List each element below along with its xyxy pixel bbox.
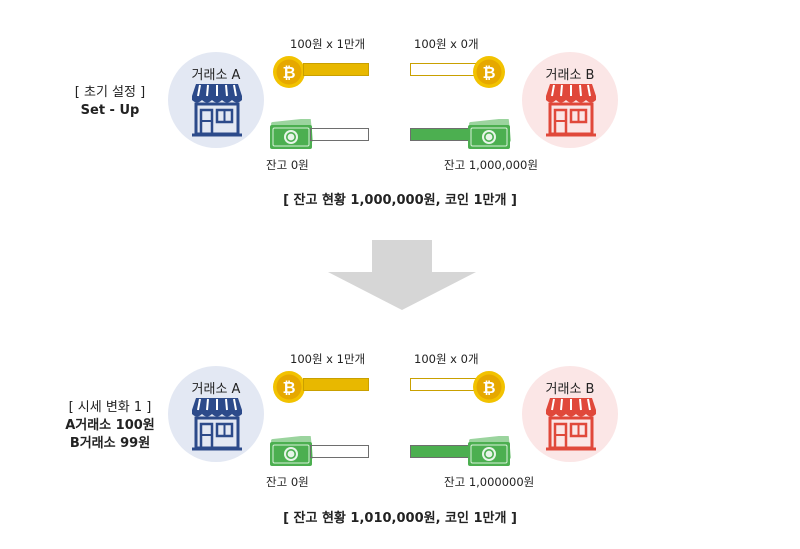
exchange-b-coin-label: 100원 x 0개 xyxy=(414,37,479,51)
exchange-a-cash-bar xyxy=(310,445,369,458)
store-icon xyxy=(190,396,244,451)
bar-fill xyxy=(304,379,368,390)
cash-icon xyxy=(467,119,512,150)
balance-summary: [ 잔고 현황 1,010,000원, 코인 1만개 ] xyxy=(283,511,517,526)
exchange-b-name: 거래소 B xyxy=(545,382,595,397)
stage-subline: A거래소 100원 xyxy=(65,418,155,433)
exchange-a-cash-bar xyxy=(310,128,369,141)
exchange-a-cash-label: 잔고 0원 xyxy=(266,475,309,489)
exchange-a-coin-bar xyxy=(303,378,369,391)
stage-label: [ 시세 변화 1 ] A거래소 100원 B거래소 99원 xyxy=(50,399,170,453)
stage-subline: B거래소 99원 xyxy=(69,436,151,451)
exchange-a-name: 거래소 A xyxy=(191,382,241,397)
cash-icon xyxy=(467,436,512,467)
store-icon xyxy=(544,82,598,137)
exchange-a: 거래소 A xyxy=(168,52,264,148)
cash-icon xyxy=(269,119,314,150)
exchange-b-name: 거래소 B xyxy=(545,68,595,83)
exchange-b-coin-bar xyxy=(410,378,480,391)
bitcoin-icon xyxy=(273,371,305,403)
stage-title: [ 시세 변화 1 ] xyxy=(68,400,152,415)
bar-fill xyxy=(411,446,471,457)
exchange-b-cash-label: 잔고 1,000000원 xyxy=(444,475,535,489)
bitcoin-icon xyxy=(273,56,305,88)
exchange-a-coin-label: 100원 x 1만개 xyxy=(290,37,366,51)
exchange-b-coin-label: 100원 x 0개 xyxy=(414,352,479,366)
exchange-a: 거래소 A xyxy=(168,366,264,462)
exchange-b-coin-bar xyxy=(410,63,480,76)
exchange-a-cash-label: 잔고 0원 xyxy=(266,158,309,172)
stage-subline: Set - Up xyxy=(80,103,140,118)
exchange-a-name: 거래소 A xyxy=(191,68,241,83)
bar-fill xyxy=(411,129,471,140)
exchange-b: 거래소 B xyxy=(522,366,618,462)
bitcoin-icon xyxy=(473,56,505,88)
exchange-a-coin-bar xyxy=(303,63,369,76)
down-arrow-icon xyxy=(328,240,476,310)
balance-summary: [ 잔고 현황 1,000,000원, 코인 1만개 ] xyxy=(283,193,517,208)
bitcoin-icon xyxy=(473,371,505,403)
exchange-b-cash-bar xyxy=(410,445,472,458)
cash-icon xyxy=(269,436,314,467)
exchange-b-cash-label: 잔고 1,000,000원 xyxy=(444,158,538,172)
exchange-b-cash-bar xyxy=(410,128,472,141)
store-icon xyxy=(190,82,244,137)
exchange-b: 거래소 B xyxy=(522,52,618,148)
bar-fill xyxy=(304,64,368,75)
exchange-a-coin-label: 100원 x 1만개 xyxy=(290,352,366,366)
stage-label: [ 초기 설정 ] Set - Up xyxy=(50,84,170,120)
store-icon xyxy=(544,396,598,451)
stage-title: [ 초기 설정 ] xyxy=(74,85,146,100)
